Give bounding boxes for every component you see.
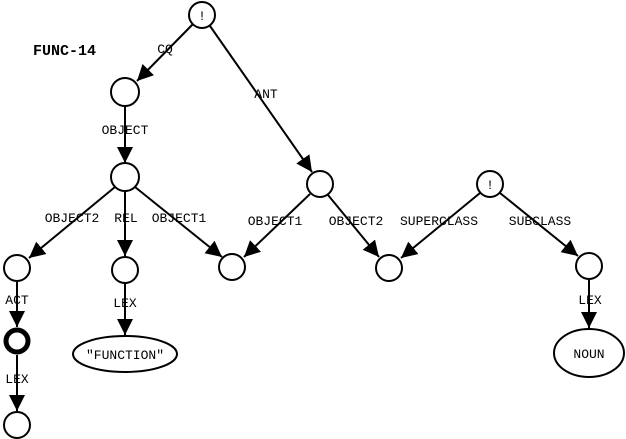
edge-label-act: ACT <box>5 293 29 308</box>
edge-object1-right <box>243 193 311 258</box>
edges <box>9 23 597 411</box>
node-root-label: ! <box>198 9 206 24</box>
edge-label-cq: CQ <box>157 42 173 57</box>
node-rel[interactable] <box>111 256 139 284</box>
edge-label-object1-left: OBJECT1 <box>152 211 207 226</box>
edge-cq <box>136 23 194 82</box>
edge-superclass <box>400 192 481 259</box>
node-object2[interactable] <box>3 254 31 282</box>
edge-label-ant: ANT <box>254 87 278 102</box>
node-class-assertion-label: ! <box>486 178 494 193</box>
edge-labels: CQ ANT OBJECT OBJECT2 REL OBJECT1 OBJECT… <box>5 42 602 387</box>
edge-object1-left <box>134 186 223 258</box>
edge-object2-right <box>327 194 380 258</box>
edge-label-lex-act: LEX <box>5 372 29 387</box>
node-subclass[interactable] <box>575 252 603 280</box>
edge-label-object2-left: OBJECT2 <box>45 211 100 226</box>
edge-object2-left <box>28 186 116 259</box>
diagram-title: FUNC-14 <box>33 43 96 60</box>
node-object[interactable] <box>110 162 140 192</box>
node-ant[interactable] <box>306 170 334 198</box>
edge-label-lex-noun: LEX <box>578 293 602 308</box>
edge-subclass <box>499 192 579 257</box>
node-cq[interactable] <box>110 77 140 107</box>
node-class-assertion[interactable] <box>476 170 504 198</box>
edge-label-lex-function: LEX <box>113 296 137 311</box>
node-function-literal-label: "FUNCTION" <box>86 348 164 363</box>
node-noun-literal[interactable] <box>553 328 625 378</box>
edge-label-object2-right: OBJECT2 <box>329 214 384 229</box>
edge-ant <box>209 25 313 173</box>
node-root-assertion[interactable] <box>188 1 216 29</box>
node-noun-literal-label: NOUN <box>573 347 604 362</box>
node-function-literal[interactable] <box>72 335 178 373</box>
edge-label-object: OBJECT <box>102 123 149 138</box>
node-object1[interactable] <box>218 253 246 281</box>
edge-label-object1-right: OBJECT1 <box>248 214 303 229</box>
edge-label-rel: REL <box>114 211 137 226</box>
node-superclass[interactable] <box>375 254 403 282</box>
edge-label-subclass: SUBCLASS <box>509 214 572 229</box>
node-act-highlighted[interactable] <box>3 327 31 355</box>
nodes: ! ! "FUNCTION" NOUN <box>3 1 625 439</box>
node-act-lex[interactable] <box>3 411 31 439</box>
edge-label-superclass: SUPERCLASS <box>400 214 478 229</box>
